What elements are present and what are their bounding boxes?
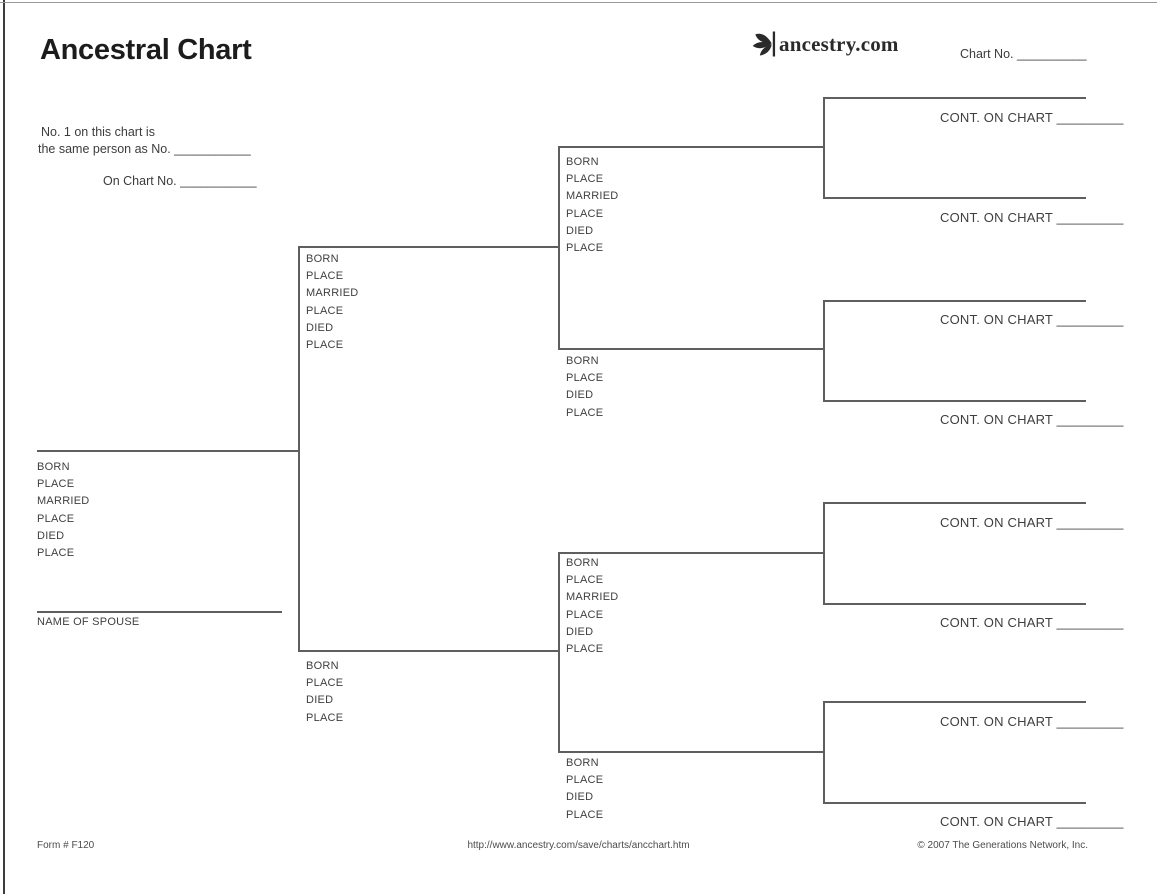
- brand-name: ancestry.com: [779, 31, 899, 56]
- field-label: DIED: [566, 791, 594, 804]
- page-border-top: [0, 2, 1157, 3]
- field-label: DIED: [306, 321, 334, 334]
- field-label: PLACE: [566, 173, 604, 186]
- form-number: Form # F120: [37, 840, 95, 851]
- field-label: PLACE: [566, 574, 604, 587]
- gen2-bracket-vertical: [298, 246, 300, 651]
- maternal-grandmother-name-line: [558, 751, 824, 753]
- cont-on-chart-1: CONT. ON CHART _________: [940, 110, 1124, 125]
- intro-line-2: the same person as No. ___________: [38, 142, 251, 156]
- maternal-grandfather-name-line: [558, 552, 824, 554]
- field-label: PLACE: [566, 643, 604, 656]
- great-grandparent-4-line: [823, 400, 1086, 402]
- field-label: BORN: [566, 355, 599, 367]
- cont-on-chart-6: CONT. ON CHART _________: [940, 615, 1124, 630]
- mother-name-line: [298, 650, 559, 652]
- gen4-bracket-3-vertical: [823, 502, 825, 603]
- field-label: PLACE: [37, 512, 75, 525]
- gen4-bracket-1-vertical: [823, 97, 825, 197]
- field-label: PLACE: [306, 339, 344, 352]
- gen4-bracket-4-vertical: [823, 701, 825, 802]
- field-label: PLACE: [306, 270, 344, 283]
- field-label: PLACE: [37, 478, 75, 491]
- field-label: PLACE: [566, 608, 604, 621]
- field-label: MARRIED: [37, 495, 90, 508]
- gen3-maternal-bracket-vertical: [558, 552, 560, 751]
- field-label: DIED: [566, 389, 594, 402]
- maternal-grandfather-fields: BORN PLACE MARRIED PLACE DIED PLACE: [566, 555, 618, 658]
- ancestry-logo: ancestry.com: [752, 30, 899, 58]
- great-grandparent-6-line: [823, 603, 1086, 605]
- intro-line-1: No. 1 on this chart is: [41, 125, 155, 139]
- gen4-bracket-2-vertical: [823, 300, 825, 400]
- gen3-paternal-bracket-vertical: [558, 146, 560, 348]
- field-label: MARRIED: [566, 190, 619, 203]
- cont-on-chart-4: CONT. ON CHART _________: [940, 412, 1124, 427]
- field-label: MARRIED: [306, 287, 359, 300]
- field-label: BORN: [566, 757, 599, 769]
- cont-on-chart-3: CONT. ON CHART _________: [940, 312, 1124, 327]
- footer-url: http://www.ancestry.com/save/charts/ancc…: [467, 840, 690, 851]
- field-label: MARRIED: [566, 591, 619, 604]
- intro-line-3: On Chart No. ___________: [103, 174, 257, 188]
- field-label: DIED: [566, 625, 594, 638]
- field-label: DIED: [566, 224, 594, 237]
- great-grandparent-3-line: [823, 300, 1086, 302]
- field-label: PLACE: [306, 304, 344, 317]
- field-label: PLACE: [566, 406, 604, 419]
- field-label: PLACE: [566, 207, 604, 220]
- great-grandparent-7-line: [823, 701, 1086, 703]
- field-label: PLACE: [566, 242, 604, 255]
- page-title: Ancestral Chart: [40, 34, 252, 66]
- paternal-grandfather-name-line: [558, 146, 824, 148]
- mother-fields: BORN PLACE DIED PLACE: [306, 658, 343, 727]
- field-label: PLACE: [566, 372, 604, 385]
- father-fields: BORN PLACE MARRIED PLACE DIED PLACE: [306, 251, 358, 354]
- field-label: BORN: [306, 253, 339, 265]
- field-label: PLACE: [37, 547, 75, 560]
- field-label: PLACE: [306, 711, 344, 724]
- cont-on-chart-5: CONT. ON CHART _________: [940, 515, 1124, 530]
- cont-on-chart-8: CONT. ON CHART _________: [940, 814, 1124, 829]
- field-label: BORN: [566, 557, 599, 569]
- great-grandparent-8-line: [823, 802, 1086, 804]
- great-grandparent-2-line: [823, 197, 1086, 199]
- great-grandparent-5-line: [823, 502, 1086, 504]
- person-1-fields: BORN PLACE MARRIED PLACE DIED PLACE: [37, 459, 89, 562]
- field-label: BORN: [37, 461, 70, 473]
- field-label: BORN: [566, 156, 599, 168]
- field-label: BORN: [306, 660, 339, 672]
- cont-on-chart-2: CONT. ON CHART _________: [940, 210, 1124, 225]
- cont-on-chart-7: CONT. ON CHART _________: [940, 714, 1124, 729]
- field-label: PLACE: [566, 774, 604, 787]
- spouse-label: NAME OF SPOUSE: [37, 616, 140, 628]
- chart-no-blank: Chart No. __________: [960, 47, 1087, 61]
- father-name-line: [298, 246, 559, 248]
- copyright-notice: © 2007 The Generations Network, Inc.: [917, 840, 1088, 851]
- maternal-grandmother-fields: BORN PLACE DIED PLACE: [566, 755, 603, 824]
- field-label: DIED: [37, 529, 65, 542]
- field-label: PLACE: [566, 808, 604, 821]
- field-label: DIED: [306, 694, 334, 707]
- spouse-name-line: [37, 611, 282, 613]
- paternal-grandfather-fields: BORN PLACE MARRIED PLACE DIED PLACE: [566, 154, 618, 257]
- field-label: PLACE: [306, 677, 344, 690]
- ancestry-leaf-icon: [752, 30, 779, 58]
- paternal-grandmother-fields: BORN PLACE DIED PLACE: [566, 353, 603, 422]
- page-border-left: [3, 0, 5, 894]
- person-1-name-line: [37, 450, 299, 452]
- paternal-grandmother-name-line: [558, 348, 824, 350]
- great-grandparent-1-line: [823, 97, 1086, 99]
